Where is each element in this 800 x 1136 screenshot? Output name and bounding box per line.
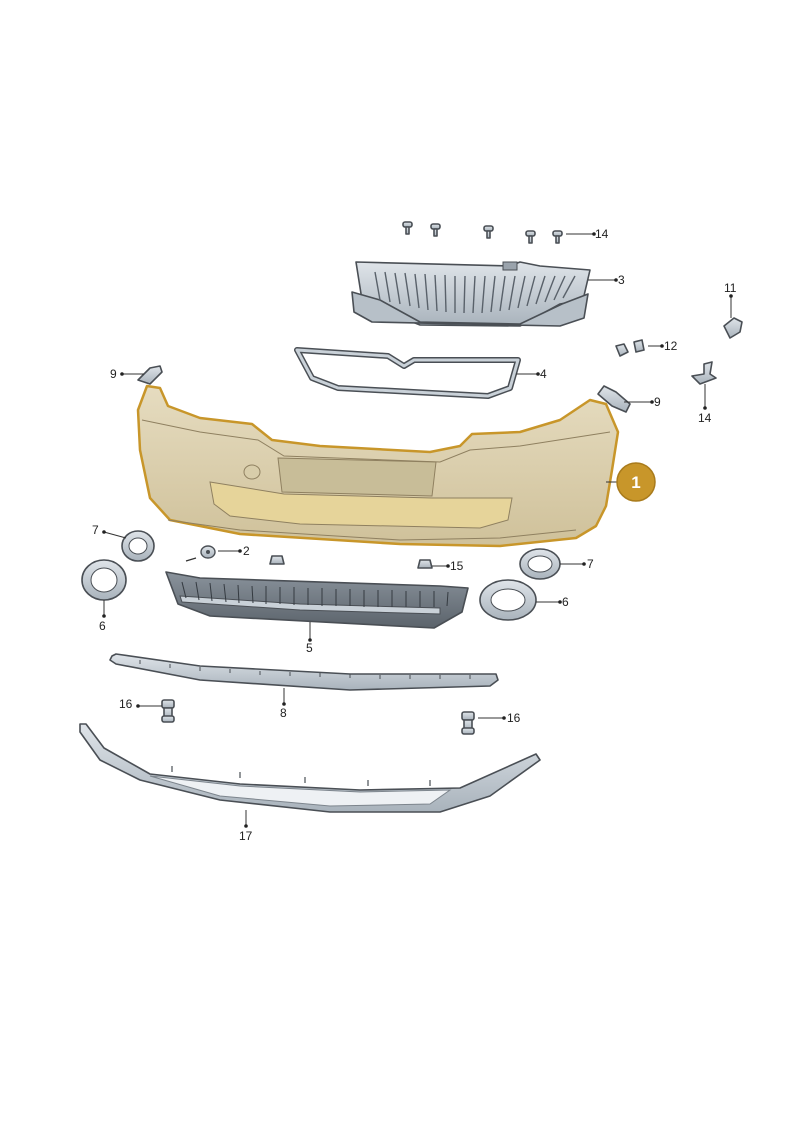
- callout-5: 5: [306, 641, 313, 655]
- lower-grille: [165, 571, 469, 629]
- callout-6-left: 6: [99, 619, 106, 633]
- rivet-14: [691, 361, 717, 385]
- screw-set-14: [402, 221, 563, 244]
- callout-3: 3: [618, 273, 625, 287]
- rivet-11: [723, 317, 743, 339]
- callout-6-right: 6: [562, 595, 569, 609]
- mounting-clip-left: [137, 365, 163, 385]
- bumper-trim-strip: [109, 653, 499, 691]
- callout-1: 1: [631, 473, 640, 492]
- callout-17: 17: [239, 829, 253, 843]
- nut-2: [185, 545, 216, 562]
- callout-14-top: 14: [595, 227, 609, 241]
- clip-nut: [269, 555, 433, 569]
- bolt-16-right: [461, 711, 475, 735]
- grille-frame-seal: [294, 347, 521, 399]
- callout-15: 15: [450, 559, 464, 573]
- callout-14-right: 14: [698, 411, 712, 425]
- callout-7-left: 7: [92, 523, 99, 537]
- callout-2: 2: [243, 544, 250, 558]
- clips-12: [615, 339, 645, 357]
- mounting-bracket-right: [597, 385, 631, 413]
- callout-12: 12: [664, 339, 678, 353]
- callout-8: 8: [280, 706, 287, 720]
- lower-spoiler: [79, 723, 541, 813]
- callout-9-right: 9: [654, 395, 661, 409]
- bolt-16-left: [161, 699, 175, 723]
- highlighted-part-badge: 1: [616, 462, 656, 502]
- callout-9-left: 9: [110, 367, 117, 381]
- fog-lamp-cover-left: [121, 530, 155, 562]
- leader-lines: [102, 232, 733, 828]
- callout-4: 4: [540, 367, 547, 381]
- callout-7-right: 7: [587, 557, 594, 571]
- radiator-grille: [351, 261, 591, 327]
- callout-labels: 14 3 11 12 4 9 9 14 7 2 15 7 6 6 5 8 16 …: [92, 227, 737, 843]
- fog-lamp-cover-right: [519, 548, 561, 580]
- callout-11: 11: [724, 281, 737, 295]
- callout-16-right: 16: [507, 711, 521, 725]
- fog-lamp-frame-left: [81, 559, 127, 601]
- bumper-cover: [136, 384, 620, 548]
- callout-16-left: 16: [119, 697, 133, 711]
- fog-lamp-frame-right: [479, 579, 537, 621]
